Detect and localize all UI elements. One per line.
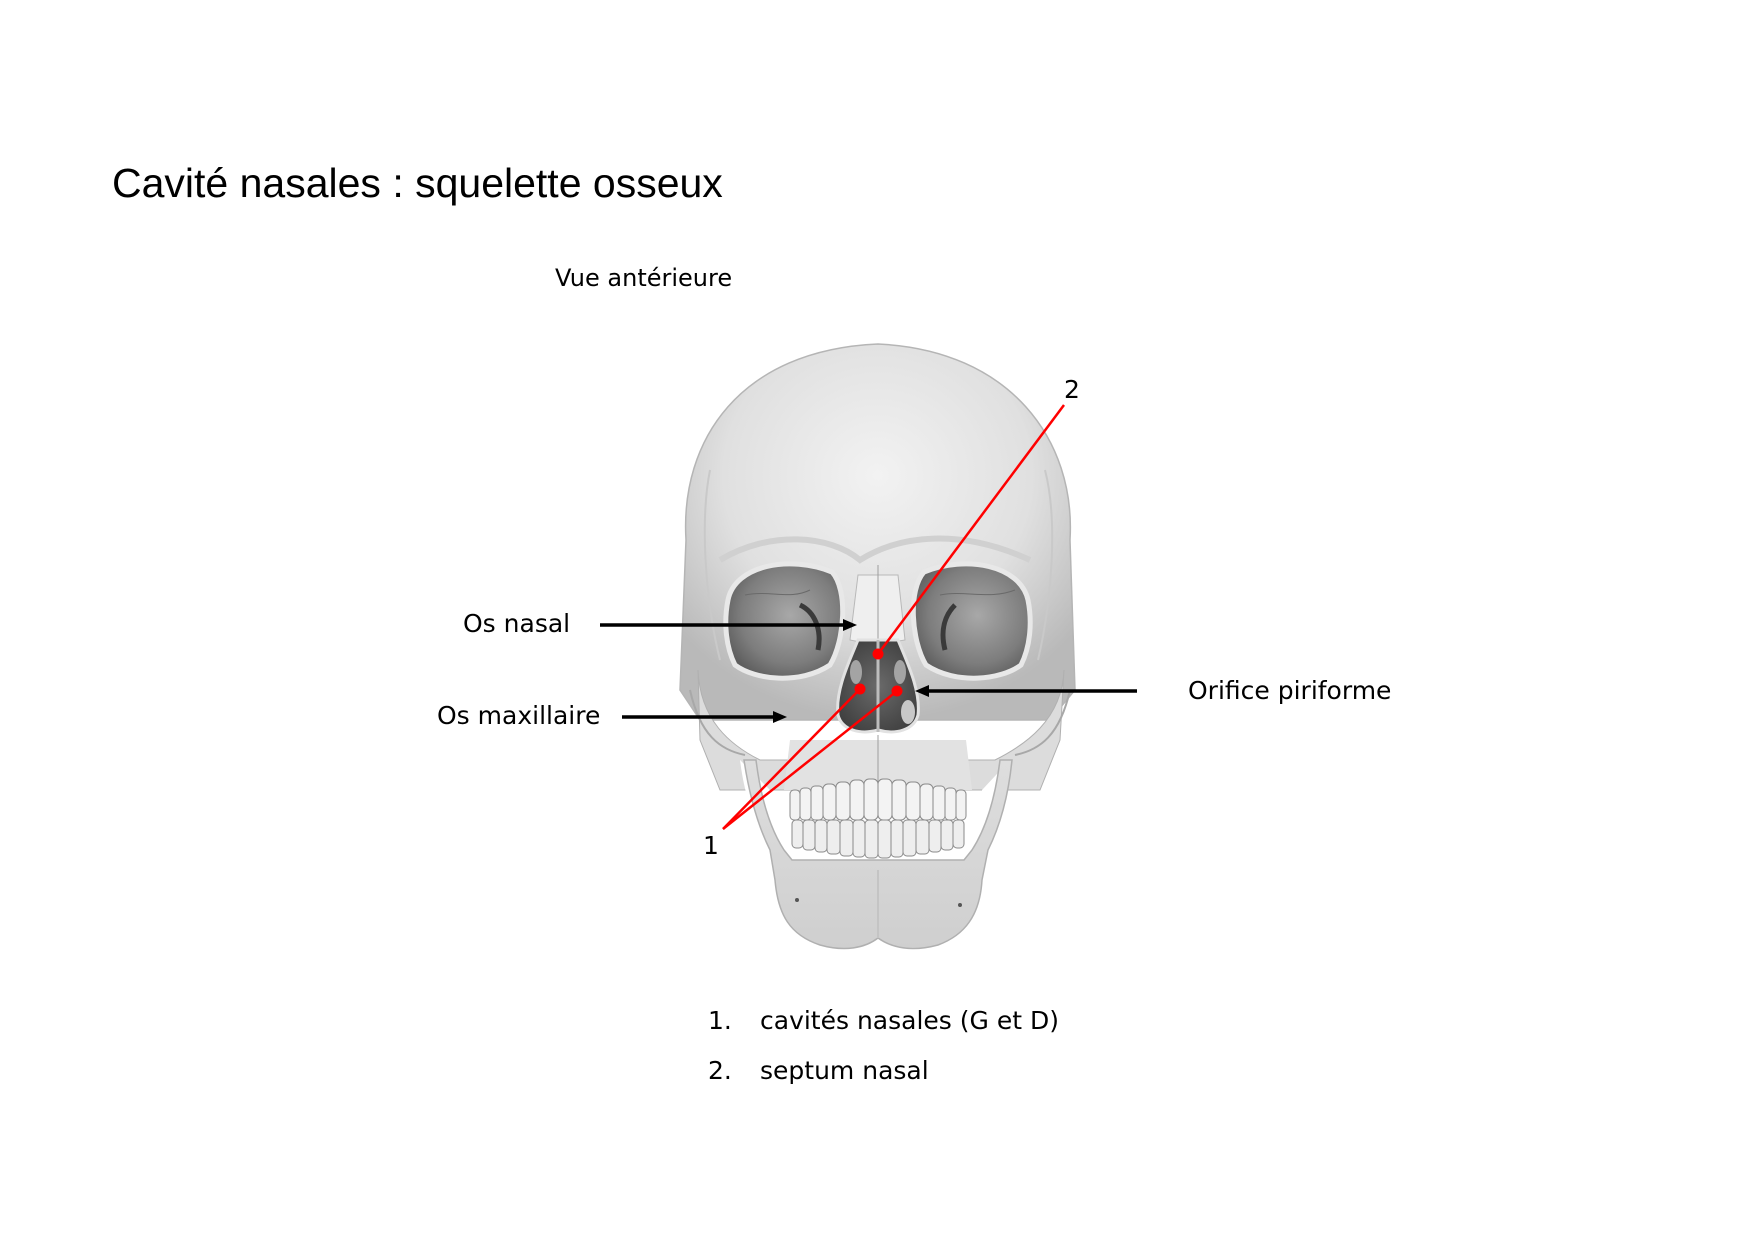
legend: 1. cavités nasales (G et D) 2. septum na… [708, 995, 1059, 1095]
label-orifice-piriforme: Orifice piriforme [1188, 676, 1392, 705]
label-os-nasal: Os nasal [463, 609, 571, 638]
piriform-aperture [836, 638, 920, 734]
label-os-maxillaire: Os maxillaire [437, 701, 601, 730]
annotation-arrows [600, 619, 1137, 723]
page-title: Cavité nasales : squelette osseux [112, 160, 723, 206]
marker-1: 1 [703, 831, 719, 860]
os-nasal-arrow-icon [843, 619, 857, 631]
mandible [743, 759, 1013, 950]
marker-2: 2 [1064, 375, 1080, 404]
right-cavity-marker-dot [891, 685, 903, 697]
orbits [723, 561, 1033, 681]
orifice-piriforme-arrow-icon [915, 685, 929, 697]
os-maxillaire-arrow-icon [773, 711, 787, 723]
legend-item: 1. cavités nasales (G et D) [708, 995, 1059, 1045]
view-subtitle: Vue antérieure [555, 264, 733, 292]
legend-text: septum nasal [760, 1055, 929, 1085]
legend-text: cavités nasales (G et D) [760, 1005, 1059, 1035]
maxilla-teeth [784, 735, 972, 859]
left-cavity-marker-dot [854, 683, 866, 695]
nasal-bones [849, 565, 906, 646]
septum-marker-dot [872, 648, 884, 660]
red-leader-lines [722, 404, 1066, 830]
legend-number: 2. [708, 1055, 732, 1085]
legend-number: 1. [708, 1005, 732, 1035]
legend-item: 2. septum nasal [708, 1045, 1059, 1095]
